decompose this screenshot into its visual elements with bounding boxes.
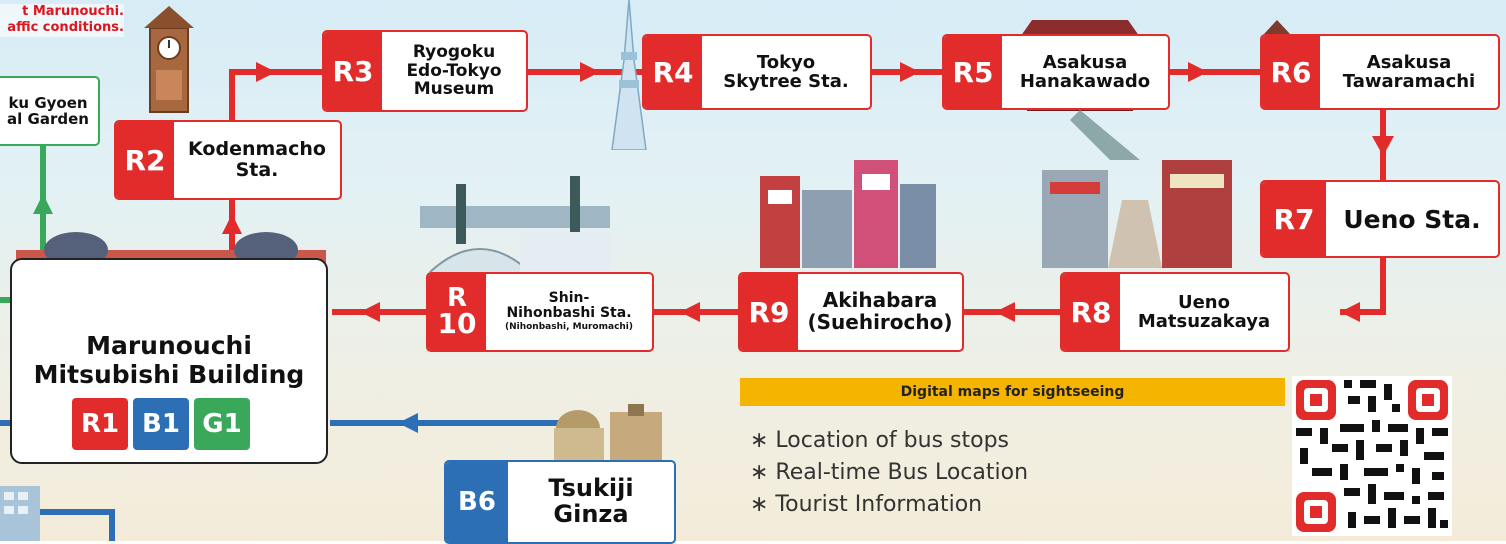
stop-r7[interactable]: R7 Ueno Sta. <box>1260 180 1500 258</box>
feature-tourist-info: ∗ Tourist Information <box>750 492 983 517</box>
stop-label-line-2: Ginza <box>553 500 629 528</box>
hub-title-line-2: Mitsubishi Building <box>33 359 305 389</box>
stop-code: R8 <box>1062 274 1120 350</box>
stop-code: R7 <box>1262 182 1326 256</box>
hub-marunouchi-mitsubishi-building[interactable]: Marunouchi Mitsubishi Building R1 B1 G1 <box>10 258 328 464</box>
stop-label-line-1: Kodenmacho <box>188 138 326 161</box>
stop-label-line-2: Skytree Sta. <box>723 71 849 92</box>
stop-label-line-1: Asakusa <box>1366 51 1452 73</box>
stop-label-line-1: Akihabara <box>822 288 938 313</box>
stop-code: B6 <box>446 462 508 542</box>
stop-code: R4 <box>644 36 702 108</box>
akihabara-buildings-icon <box>760 160 936 268</box>
stop-label-line-1: Asakusa <box>1042 51 1128 73</box>
stop-code-bottom: 10 <box>437 307 477 341</box>
stop-label-line-1: Tsukiji <box>548 474 634 503</box>
stop-label-line-2: Tawaramachi <box>1342 71 1476 92</box>
stop-label-line-2: Edo-Tokyo <box>406 60 502 81</box>
stop-r6[interactable]: R6 Asakusa Tawaramachi <box>1260 34 1500 110</box>
stop-code: R 10 <box>428 274 486 350</box>
stop-label-line-2: Matsuzakaya <box>1137 311 1271 332</box>
stop-code-top: R <box>446 283 468 314</box>
stop-r10[interactable]: R 10 Shin- Nihonbashi Sta. (Nihonbashi, … <box>426 272 654 352</box>
route-notice: t Marunouchi. affic conditions. <box>0 4 124 37</box>
stop-label-line-2: (Suehirocho) <box>807 310 953 334</box>
clock-tower-icon <box>144 6 194 113</box>
nihonbashi-bridge-icon <box>420 176 610 272</box>
badge-g1: G1 <box>194 398 250 450</box>
badge-b1: B1 <box>133 398 189 450</box>
stop-label-line-1: Tokyo <box>756 51 816 73</box>
digital-maps-title: Digital maps for sightseeing <box>740 378 1285 406</box>
building-icon <box>0 486 40 541</box>
stop-r5[interactable]: R5 Asakusa Hanakawado <box>942 34 1170 110</box>
badge-r1: R1 <box>72 398 128 450</box>
stop-code: R2 <box>116 122 174 198</box>
hub-title-line-1: Marunouchi <box>86 331 252 360</box>
tsukiji-temple-icon <box>554 404 662 466</box>
stop-label-line-1: Ueno <box>1177 291 1230 313</box>
stop-code: R5 <box>944 36 1002 108</box>
stop-label-line-2: Hanakawado <box>1019 71 1151 92</box>
hub-badges: R1 B1 G1 <box>72 398 250 450</box>
stop-code: R9 <box>740 274 798 350</box>
stop-code: R3 <box>324 32 382 110</box>
stop-label-line-2: Nihonbashi Sta. <box>506 305 632 322</box>
notice-line-1: t Marunouchi. <box>22 4 124 19</box>
feature-real-time-bus: ∗ Real-time Bus Location <box>750 460 1029 485</box>
stop-label-line-3: (Nihonbashi, Muromachi) <box>504 322 634 333</box>
stop-label-line-3: Museum <box>413 79 495 100</box>
stop-label-line-1: Ueno Sta. <box>1343 204 1481 234</box>
stop-r8[interactable]: R8 Ueno Matsuzakaya <box>1060 272 1290 352</box>
ueno-street-icon <box>1042 160 1232 268</box>
stop-label-line-2: Sta. <box>235 159 279 181</box>
stop-r9[interactable]: R9 Akihabara (Suehirocho) <box>738 272 964 352</box>
qr-code-icon[interactable] <box>1292 376 1452 536</box>
stop-label-line-1: Ryogoku <box>412 42 496 63</box>
stop-r3[interactable]: R3 Ryogoku Edo-Tokyo Museum <box>322 30 528 112</box>
stop-b6[interactable]: B6 Tsukiji Ginza <box>444 460 676 544</box>
red-route-arrows <box>222 62 1394 322</box>
stop-label-line-1: ku Gyoen <box>8 93 88 112</box>
stop-label-line-1: Shin- <box>548 290 590 307</box>
skytree-icon <box>611 0 647 150</box>
stop-shinjuku-gyoen[interactable]: ku Gyoen al Garden <box>0 76 100 146</box>
stop-r4[interactable]: R4 Tokyo Skytree Sta. <box>642 34 872 110</box>
notice-line-2: affic conditions. <box>7 20 124 36</box>
stop-r2[interactable]: R2 Kodenmacho Sta. <box>114 120 342 200</box>
stop-label-line-2: al Garden <box>7 110 89 128</box>
feature-bus-stops: ∗ Location of bus stops <box>750 428 1010 453</box>
stop-code: R6 <box>1262 36 1320 108</box>
